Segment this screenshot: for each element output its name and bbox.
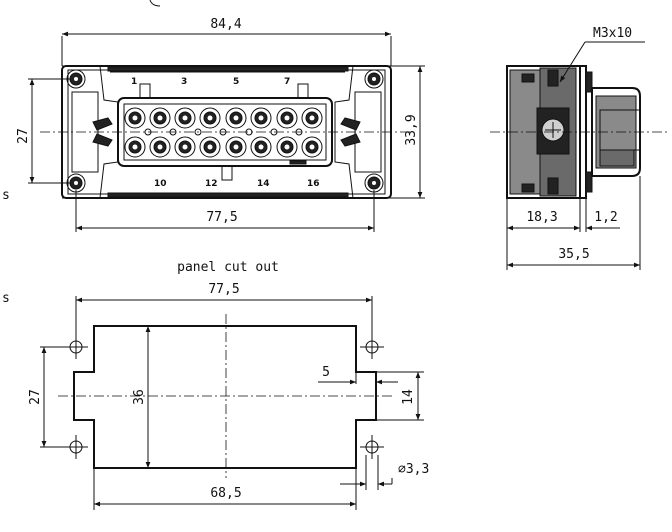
contact-icon (149, 136, 171, 158)
pin-number: 10 (154, 179, 167, 189)
dimension-hole-vertical-label: 27 (16, 128, 31, 144)
pin-number: 16 (307, 179, 320, 189)
dimension-width-label: 84,4 (210, 17, 241, 32)
contact-icon (174, 136, 196, 158)
front-view: 84,4 (16, 0, 425, 232)
contact-icon (225, 136, 247, 158)
dimension-cutout-height-label: 36 (132, 389, 147, 405)
cutout-view: panel cut out 77,5 27 (28, 260, 429, 510)
side-view: M3x10 18,3 1,2 35,5 (490, 26, 668, 270)
screw-icon (66, 69, 86, 89)
dimension-hole-spacing-label: 77,5 (208, 282, 239, 297)
screw-spec-label: M3x10 (593, 26, 632, 41)
contact-icon (301, 107, 323, 129)
dimension-mount-width-label: 77,5 (206, 210, 237, 225)
screw-icon (364, 173, 384, 193)
margin-fragment: s (2, 291, 10, 306)
dimension-notch-height-label: 14 (401, 389, 416, 405)
contact-icon (149, 107, 171, 129)
contact-icon (124, 107, 146, 129)
screw-head-icon (536, 107, 570, 155)
dimension-flange-label: 1,2 (594, 210, 617, 225)
contact-icon (124, 136, 146, 158)
contact-icon (199, 107, 221, 129)
dimension-depth-label: 18,3 (526, 210, 557, 225)
margin-fragment: s (2, 188, 10, 203)
contact-icon (174, 107, 196, 129)
dimension-outer-height-label: 33,9 (404, 114, 419, 145)
mounting-hole-icon (360, 335, 384, 359)
dimension-total-depth-label: 35,5 (558, 247, 589, 262)
contact-icon (250, 107, 272, 129)
contact-icon (276, 107, 298, 129)
contact-icon (250, 136, 272, 158)
contact-icon (276, 136, 298, 158)
cutout-title: panel cut out (177, 260, 279, 275)
contact-icon (225, 107, 247, 129)
contact-icon (199, 136, 221, 158)
dimension-cutout-hole-vertical-label: 27 (28, 389, 43, 405)
dimension-hole-diameter-label: ∅3,3 (398, 462, 429, 477)
pin-number: 7 (284, 77, 290, 87)
screw-icon (364, 69, 384, 89)
pin-number: 5 (233, 77, 239, 87)
dimension-notch-depth-label: 5 (322, 365, 330, 380)
pin-number: 12 (205, 179, 218, 189)
pin-number: 1 (131, 77, 137, 87)
contact-icon (301, 136, 323, 158)
dimension-cutout-width-label: 68,5 (210, 486, 241, 501)
pin-number: 3 (181, 77, 187, 87)
mounting-hole-icon (360, 435, 384, 459)
pin-number: 14 (257, 179, 270, 189)
